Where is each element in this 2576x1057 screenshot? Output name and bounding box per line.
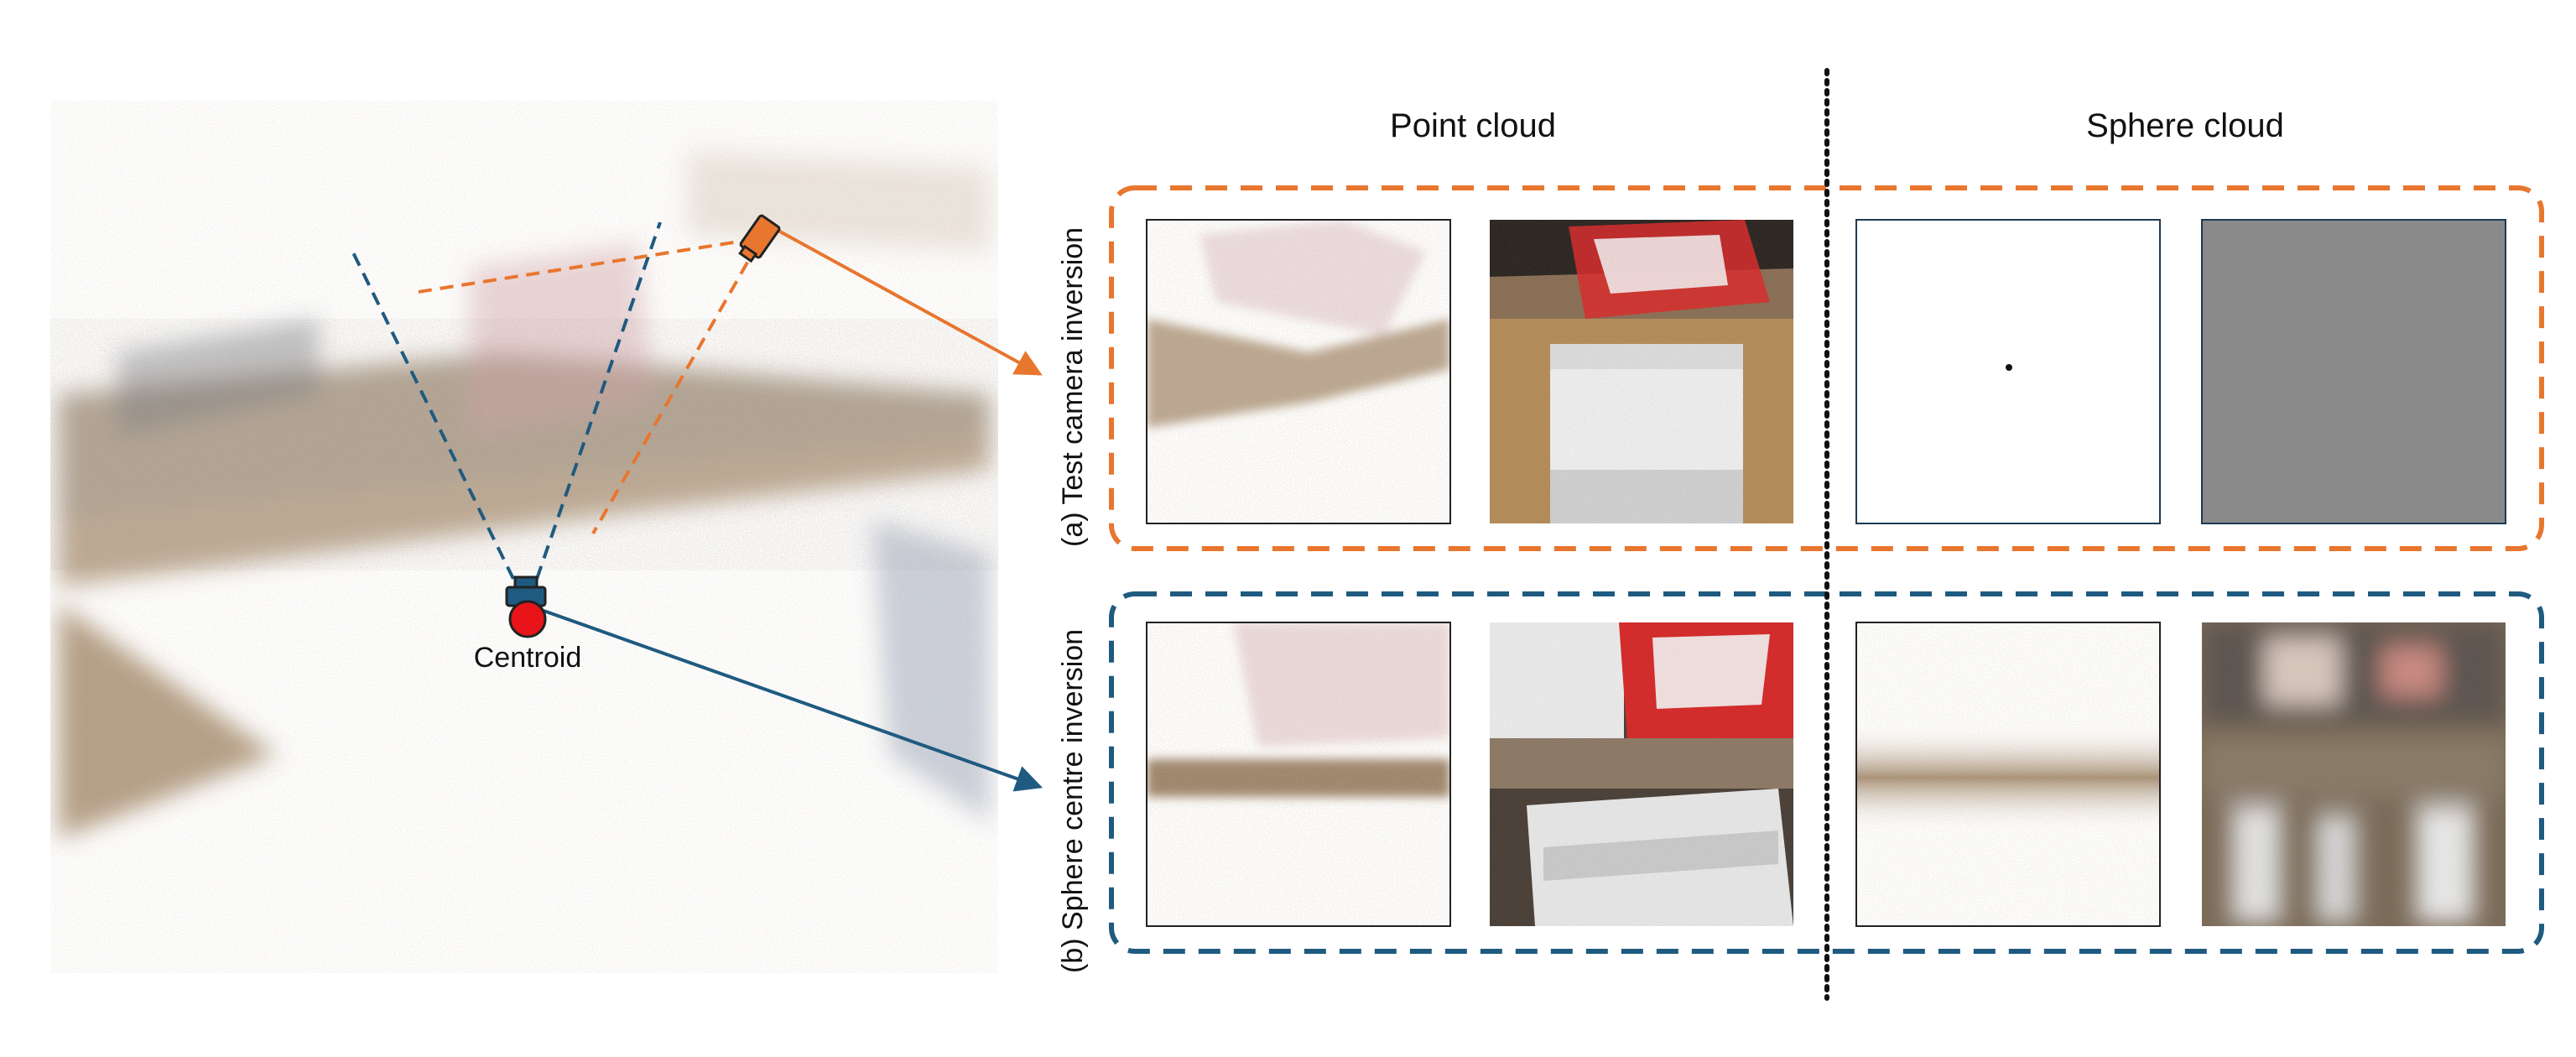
centroid-label: Centroid [473, 642, 582, 674]
test-camera-icon [738, 214, 781, 263]
test-camera-frustum-top [412, 237, 756, 294]
panel-b-point-cloud-inversion [1490, 622, 1793, 926]
panel-b-sphere-cloud-render [1856, 622, 2160, 926]
centroid-marker-icon [508, 600, 547, 638]
panel-a-sphere-cloud-inversion [2201, 219, 2506, 524]
column-title-sphere-cloud: Sphere cloud [2086, 107, 2284, 144]
panel-a-point-cloud-inversion [1490, 220, 1793, 523]
panel-a-sphere-dot [2006, 364, 2012, 371]
test-camera-frustum-bottom [591, 242, 760, 534]
row-label-test-camera: (a) Test camera inversion [1057, 226, 1089, 547]
panel-a-sphere-cloud-render [1855, 219, 2161, 524]
centroid-frustum-right [535, 221, 662, 580]
column-title-point-cloud: Point cloud [1390, 107, 1556, 144]
centroid-frustum-left [349, 247, 515, 580]
panel-a-point-cloud-render [1147, 220, 1450, 523]
centroid-camera-icon [505, 575, 547, 607]
panel-b-sphere-cloud-frame [1855, 622, 2161, 927]
panel-a-point-cloud-frame [1146, 219, 1451, 524]
centroid-arrow [543, 609, 1043, 792]
panel-b-point-cloud-frame [1146, 622, 1451, 927]
test-camera-arrow [778, 229, 1043, 376]
panel-b-sphere-cloud-inversion [2202, 622, 2506, 926]
scene-point-cloud [50, 101, 998, 973]
panel-b-point-cloud-render [1147, 622, 1450, 926]
row-a-box [1109, 185, 2544, 551]
row-label-sphere-centre: (b) Sphere centre inversion [1057, 628, 1089, 973]
